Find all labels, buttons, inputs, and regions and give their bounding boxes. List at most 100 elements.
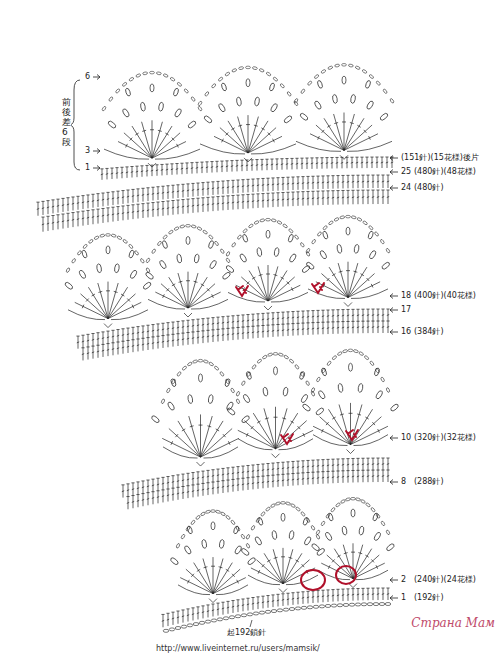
puff-stitch [208,240,214,249]
chain-stitch [163,73,168,77]
chain-stitch [317,231,322,236]
puff-stitch [173,88,179,97]
puff-stitch [283,115,293,124]
chain-stitch [348,64,353,68]
stitch-count: (288針) [413,477,445,487]
stitch-count: (320針)(32花様) [413,433,477,443]
puff-stitch [219,539,225,548]
chain-stitch [370,507,375,512]
puff-stitch [242,234,248,243]
chain-stitch [215,510,220,514]
chain-stitch [243,228,248,233]
puff-stitch [186,236,190,244]
chain-stitch [295,607,301,610]
chain-stitch [373,603,379,606]
chain-stitch [211,619,217,622]
chain-stitch [187,362,192,367]
puff-stitch [289,530,295,539]
puff-stitch [167,401,175,411]
chain-stitch [106,234,111,237]
chain-stitch [247,613,253,616]
chain-stitch [166,388,171,393]
chain-stitch [311,391,315,396]
puff-stitch [359,526,365,535]
puff-stitch [338,383,344,392]
row-arrow [390,596,398,601]
puff-stitch [211,522,215,530]
chain-stitch [349,603,355,606]
chain-stitch [306,251,311,256]
chain-stitch [246,371,251,376]
chain-stitch [277,220,282,224]
bracket [70,80,80,170]
chain-stitch [174,226,179,230]
stitch-count: (480針) [413,183,445,193]
chain-stitch [254,220,259,224]
chain-stitch [259,68,264,72]
puff-stitch [342,526,348,535]
double-crochet-path [36,175,389,216]
chain-stitch [71,258,76,263]
chain-stitch [300,242,305,247]
puff-stitch [145,271,155,280]
chain-stitch [348,349,353,352]
chain-stitch [337,351,342,356]
row-arrow [390,170,398,175]
pineapple-motif-band [151,349,400,466]
chain-stitch [230,520,235,525]
puff-stitch [302,403,312,412]
stitch-count: (151針)(15花様)後片 [400,153,480,163]
chain-stitch [346,215,351,218]
chain-stitch [134,250,139,255]
puff-stitch [151,415,161,424]
chain-stitch [357,217,362,221]
chain-stitch [246,543,250,548]
puff-stitch [289,253,297,263]
chain-stitch [129,77,134,82]
chain-stitch [376,81,381,86]
chain-stitch [232,68,237,72]
chain-stitch [390,98,395,103]
puff-stitch [106,246,110,254]
chain-stitch [332,355,337,360]
fan-stitches [68,282,148,328]
chain-stitch [181,534,186,539]
chain-stitch [266,218,271,221]
puff-stitch [322,231,328,240]
chain-stitch [342,64,347,67]
chain-stitch [323,225,328,230]
chain-stitch [383,89,388,94]
chain-stitch [287,91,292,96]
fan-stitches [238,407,313,458]
puff-stitch [316,547,326,556]
puff-stitch [208,394,214,403]
row-number: 17 [400,305,412,315]
red-mark [312,283,324,293]
stitch-row [76,309,389,349]
chain-stitch [251,525,256,530]
chain-stitch [376,513,381,518]
stitch-count: (240針)(24花様) [413,575,477,585]
fan-stitches [313,403,388,454]
row-number: 2 [400,575,407,585]
puff-stitch [315,407,325,416]
chain-stitch [294,234,299,239]
chain-stitch [226,258,231,263]
chain-stitch [277,609,283,612]
chain-stitch [171,379,176,384]
chain-stitch [226,251,231,256]
chain-stitch [351,215,356,219]
chain-stitch [260,219,265,223]
chain-stitch [262,355,267,360]
chain-stitch [225,379,230,384]
puff-stitch [346,227,350,235]
puff-stitch [373,531,381,541]
chain-stitch [253,612,259,615]
puff-stitch [162,240,168,249]
chain-stitch [353,349,358,353]
puff-stitch [170,378,176,387]
fan-stitches [308,262,388,307]
puff-stitch [184,545,192,555]
chain-stitch [177,82,182,87]
